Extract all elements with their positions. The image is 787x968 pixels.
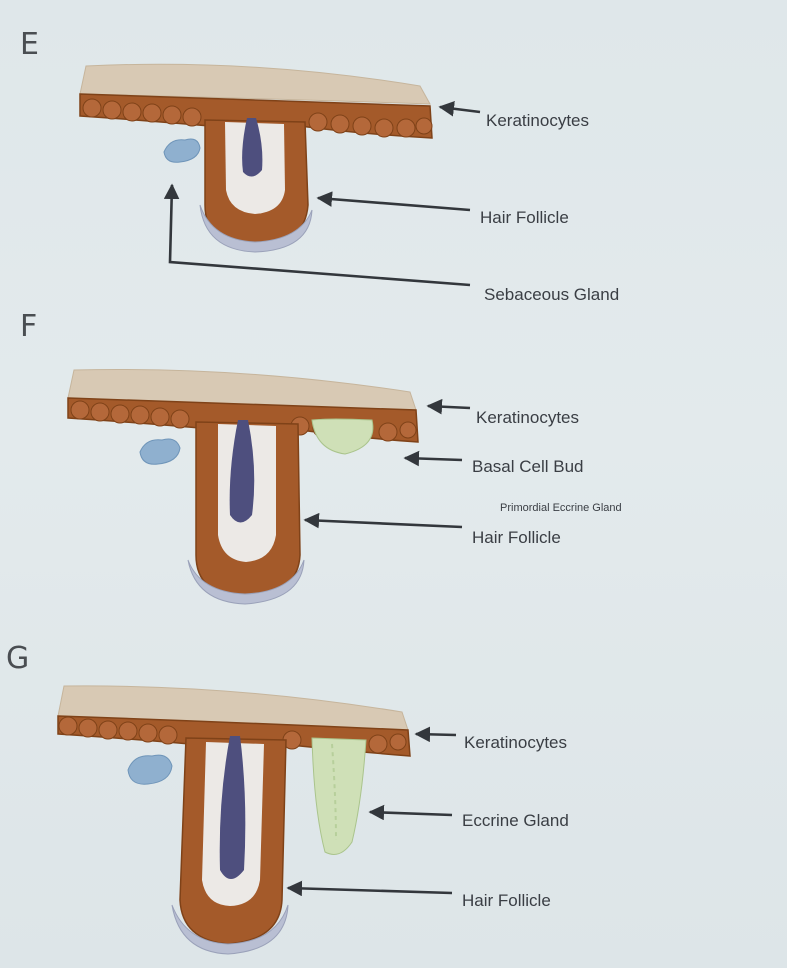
leader-keratinocytes-f [428,406,470,408]
label-hair-follicle-e: Hair Follicle [480,208,569,227]
sebaceous-gland [164,139,200,162]
sebaceous-gland [140,439,180,464]
panel-letter-e: E [20,27,39,62]
label-basal-cell-bud-f: Basal Cell Bud [472,457,584,476]
panel-letter-f: F [20,309,37,344]
label-keratinocytes-f: Keratinocytes [476,408,579,427]
label-keratinocytes-e: Keratinocytes [486,111,589,130]
label-keratinocytes-g: Keratinocytes [464,733,567,752]
panel-e-illustration [80,64,432,252]
leader-keratinocytes-g [416,734,456,735]
basal-cell-bud [312,419,373,454]
eccrine-gland [312,738,366,854]
leader-hair-follicle-e [318,198,470,210]
panel-e: E Kerati [20,27,619,304]
sebaceous-gland [128,755,172,784]
label-hair-follicle-f: Hair Follicle [472,528,561,547]
leader-eccrine-gland-g [370,812,452,815]
label-sebaceous-gland-e: Sebaceous Gland [484,285,619,304]
label-hair-follicle-g: Hair Follicle [462,891,551,910]
panel-letter-g: G [6,641,29,676]
label-primordial-eccrine-gland-f: Primordial Eccrine Gland [500,502,622,514]
leader-basal-cell-bud-f [405,458,462,460]
label-eccrine-gland-g: Eccrine Gland [462,811,569,830]
panel-g-illustration [58,686,410,954]
panel-g: G Keratinocytes Eccrine Gland Hair Folli… [6,641,569,954]
panel-f-illustration [68,369,418,604]
leader-keratinocytes-e [440,107,480,112]
leader-hair-follicle-g [288,888,452,893]
leader-hair-follicle-f [305,520,462,527]
panel-f: F Keratinocytes Basal Cell Bud Primordia… [20,309,622,604]
